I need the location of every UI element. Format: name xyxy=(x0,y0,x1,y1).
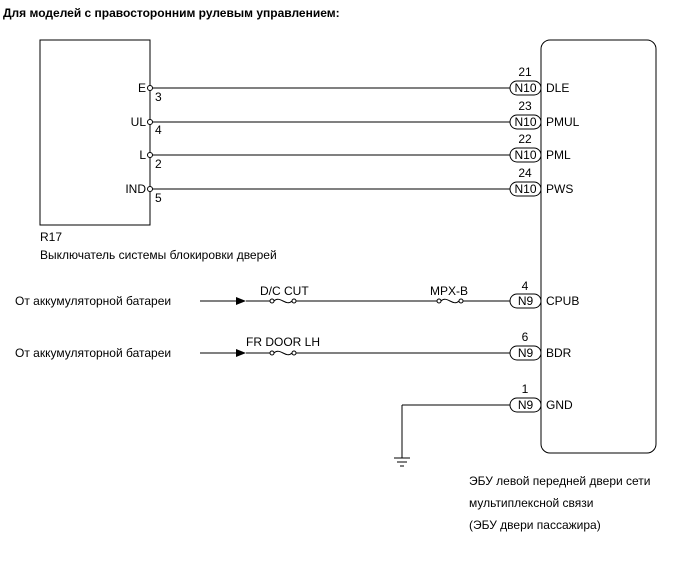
fuse-icon xyxy=(269,298,297,304)
ecu-name-line2: мультиплексной связи xyxy=(469,496,593,510)
ecu-name-line3: (ЭБУ двери пассажира) xyxy=(469,518,601,532)
battery-feed-label: От аккумуляторной батареи xyxy=(15,346,171,360)
switch-pin-ind: IND 5 xyxy=(125,182,162,205)
fuse-label-fr-door-lh: FR DOOR LH xyxy=(246,335,320,349)
battery-feed-bdr: От аккумуляторной батареи FR DOOR LH xyxy=(15,335,510,360)
switch-name: Выключатель системы блокировки дверей xyxy=(40,248,277,262)
ecu-connector-id: N9 xyxy=(518,346,534,360)
switch-id: R17 xyxy=(40,230,62,244)
ecu-pin-number: 6 xyxy=(522,330,529,344)
ecu-pin-label: PMUL xyxy=(546,115,580,129)
ecu-pin-label: PWS xyxy=(546,182,573,196)
ecu-connector-id: N10 xyxy=(514,182,536,196)
switch-pin-label: IND xyxy=(125,182,146,196)
fuse-label-dc-cut: D/C CUT xyxy=(260,284,309,298)
switch-pin-label: L xyxy=(139,148,146,162)
connector-badge xyxy=(509,181,542,197)
ecu-pin-number: 1 xyxy=(522,382,529,396)
connector-badge xyxy=(509,147,542,163)
battery-feed-label: От аккумуляторной батареи xyxy=(15,294,171,308)
switch-pin-number: 2 xyxy=(155,157,162,171)
ecu-pin-dle: 21 N10 DLE xyxy=(509,65,569,96)
ecu-pin-pws: 24 N10 PWS xyxy=(509,166,573,197)
ecu-pin-number: 22 xyxy=(518,132,532,146)
ecu-connector-id: N9 xyxy=(518,294,534,308)
ecu-pin-pml: 22 N10 PML xyxy=(509,132,571,163)
switch-pin-ul: UL 4 xyxy=(131,115,162,137)
ecu-pin-gnd: 1 N9 GND xyxy=(509,382,573,413)
ecu-pin-label: BDR xyxy=(546,346,572,360)
ecu-connector-id: N9 xyxy=(518,398,534,412)
connector-badge xyxy=(509,80,542,96)
ecu-connector-id: N10 xyxy=(514,81,536,95)
switch-pin-number: 3 xyxy=(155,90,162,104)
ecu-connector-id: N10 xyxy=(514,148,536,162)
pin-terminal xyxy=(147,186,153,192)
switch-pin-number: 5 xyxy=(155,191,162,205)
door-lock-switch-box xyxy=(39,39,151,226)
arrow-right-icon xyxy=(236,349,246,357)
diagram-title: Для моделей с правосторонним рулевым упр… xyxy=(3,6,340,20)
switch-pin-label: UL xyxy=(131,115,147,129)
switch-pin-l: L 2 xyxy=(139,148,162,171)
ecu-name-line1: ЭБУ левой передней двери сети xyxy=(469,474,651,488)
fuse-icon xyxy=(436,298,464,304)
ecu-pin-number: 21 xyxy=(518,65,532,79)
fuse-label-mpx-b: MPX-B xyxy=(430,284,468,298)
ecu-pin-label: CPUB xyxy=(546,294,579,308)
ecu-pin-number: 23 xyxy=(518,99,532,113)
pin-terminal xyxy=(147,85,153,91)
switch-pin-number: 4 xyxy=(155,123,162,137)
connector-badge xyxy=(509,114,542,130)
ecu-pin-number: 4 xyxy=(522,279,529,293)
ecu-pin-pmul: 23 N10 PMUL xyxy=(509,99,580,130)
ecu-pin-label: GND xyxy=(546,398,573,412)
pin-terminal xyxy=(147,152,153,158)
ground-connection xyxy=(394,404,510,467)
arrow-right-icon xyxy=(236,297,246,305)
switch-pin-label: E xyxy=(138,81,146,95)
battery-feed-cpub: От аккумуляторной батареи D/C CUT MPX-B xyxy=(15,284,510,308)
ecu-connector-id: N10 xyxy=(514,115,536,129)
ecu-pin-label: PML xyxy=(546,148,571,162)
ecu-pin-label: DLE xyxy=(546,81,569,95)
pin-terminal xyxy=(147,119,153,125)
ground-icon xyxy=(394,457,410,467)
ecu-pin-bdr: 6 N9 BDR xyxy=(509,330,572,361)
fuse-icon xyxy=(269,350,297,356)
ecu-pin-number: 24 xyxy=(518,166,532,180)
ecu-box xyxy=(540,39,657,454)
ecu-pin-cpub: 4 N9 CPUB xyxy=(509,279,579,309)
